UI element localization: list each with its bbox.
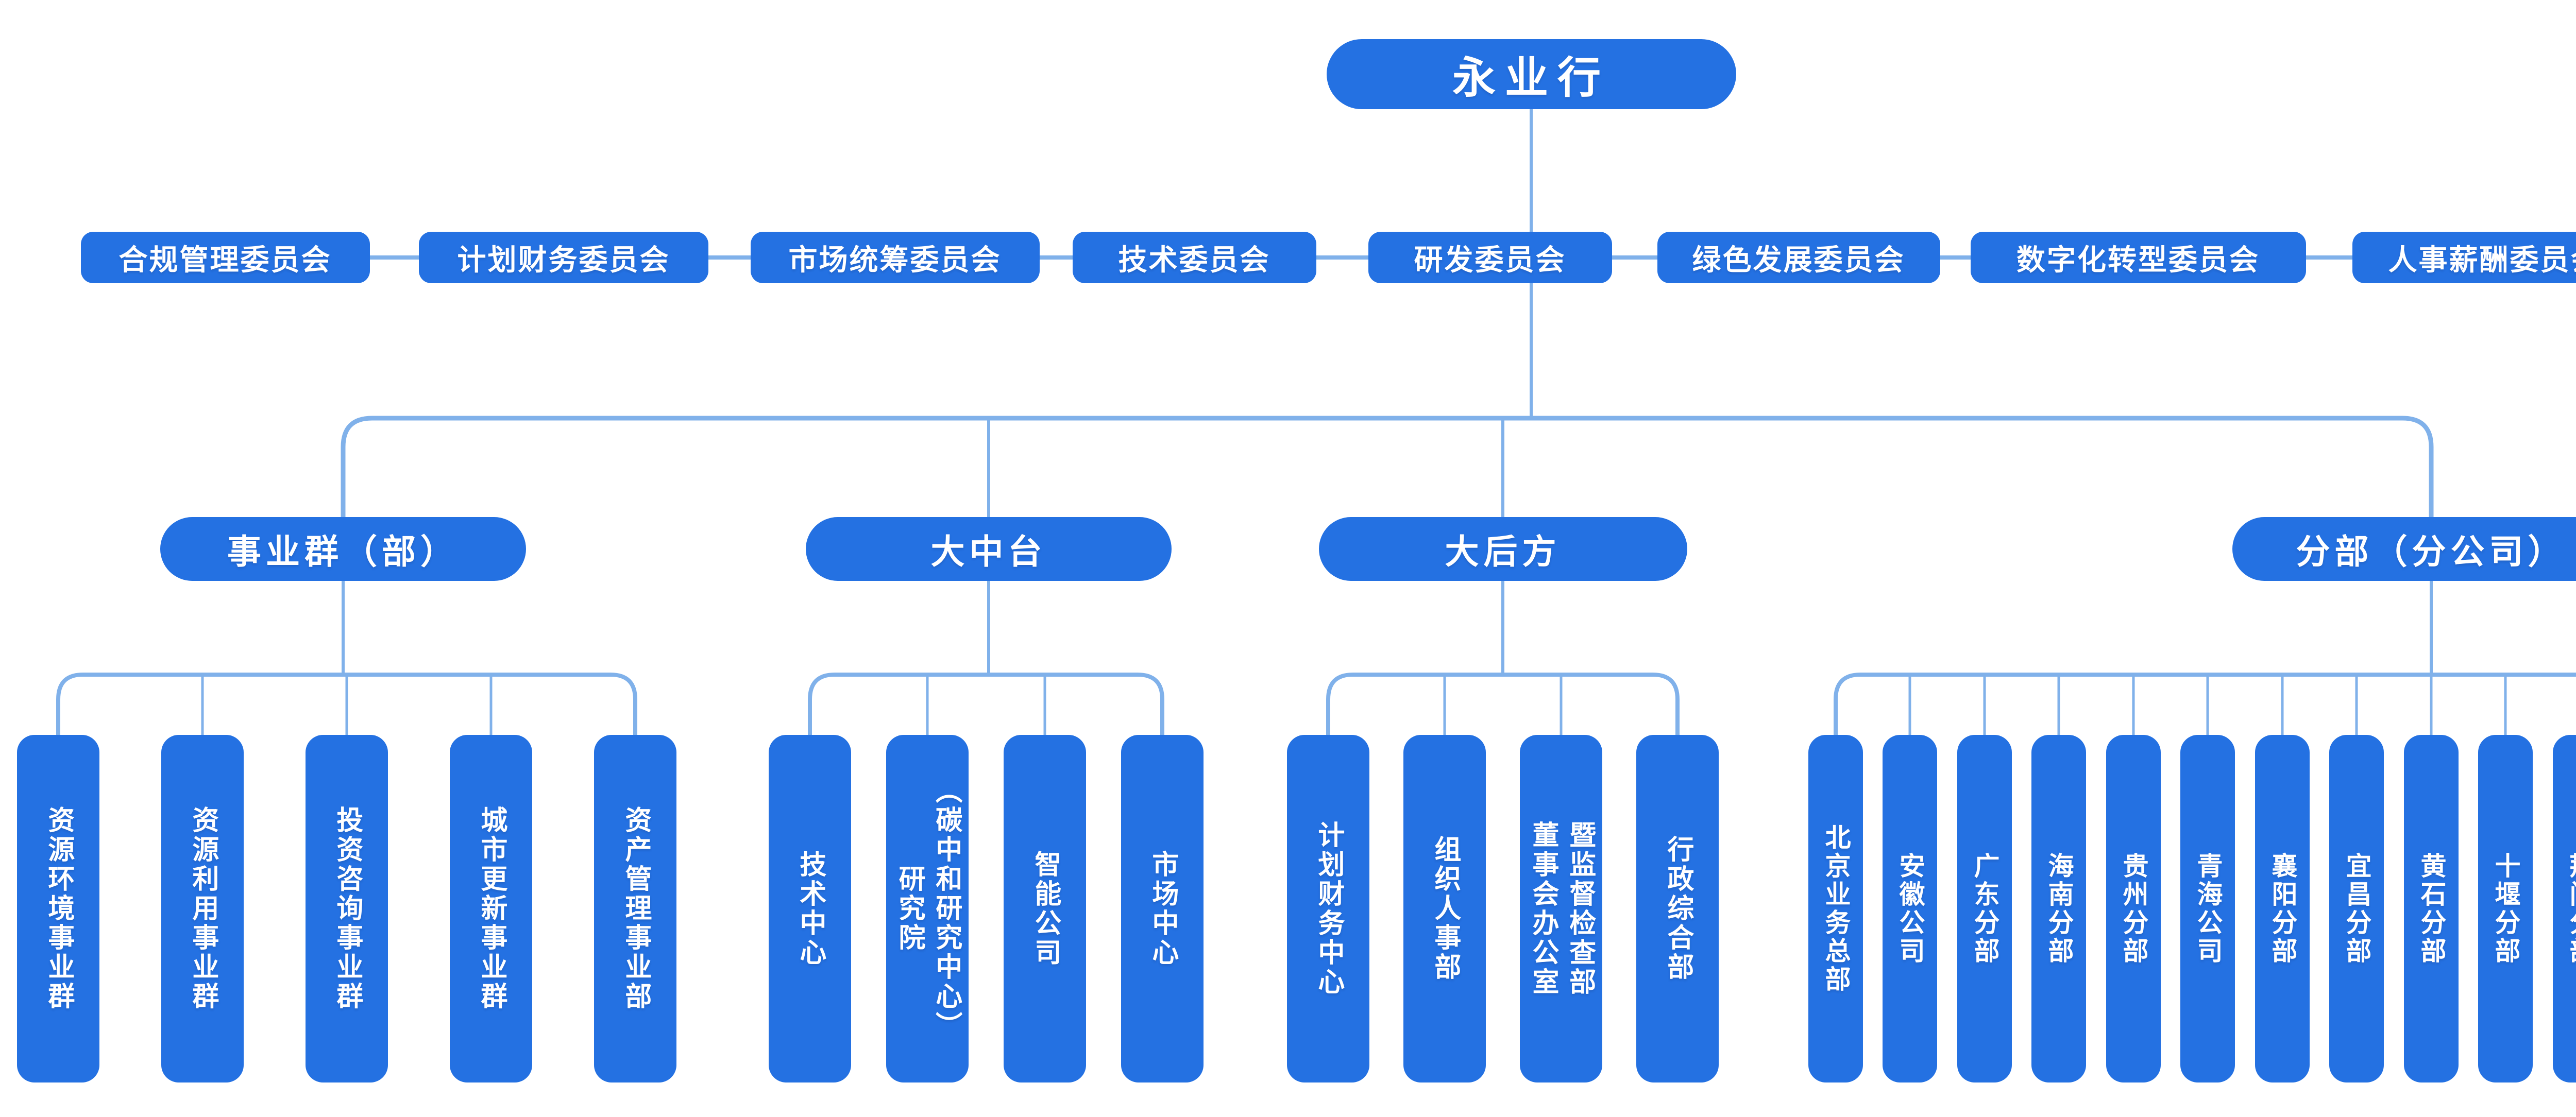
- leaf-node-label: 北京业务总部: [1821, 823, 1851, 994]
- leaf-node: 海南分部: [2031, 735, 2086, 1082]
- committee-node: 数字化转型委员会: [1970, 232, 2306, 283]
- leaf-node-label: 贵州分部: [2119, 852, 2148, 966]
- leaf-node-label: 行政综合部: [1663, 835, 1693, 982]
- leaf-node-label: 十堰分部: [2491, 852, 2520, 966]
- leaf-node: 荆门分部: [2553, 735, 2576, 1082]
- leaf-node-label: 广东分部: [1970, 852, 1999, 966]
- leaf-node: 北京业务总部: [1808, 735, 1863, 1082]
- branch-node: 大后方: [1318, 517, 1687, 581]
- committee-node: 人事薪酬委员会: [2352, 232, 2576, 283]
- leaf-node-label: 宜昌分部: [2342, 852, 2371, 966]
- leaf-node-label: 青海公司: [2193, 852, 2223, 966]
- leaf-node: 襄阳分部: [2255, 735, 2310, 1082]
- leaf-node-label: 智能公司: [1030, 850, 1060, 968]
- leaf-node: 技术中心: [769, 735, 851, 1082]
- leaf-node-label: 荆门分部: [2566, 852, 2576, 966]
- leaf-node: 资源利用事业群: [161, 735, 244, 1082]
- leaf-node: 组织人事部: [1403, 735, 1486, 1082]
- leaf-node: 投资咨询事业群: [306, 735, 388, 1082]
- leaf-node-label: 投资咨询事业群: [332, 806, 362, 1011]
- branch-node: 事业群（部）: [160, 517, 526, 581]
- committee-node: 技术委员会: [1072, 232, 1316, 283]
- leaf-node-label: 资产管理事业部: [620, 806, 651, 1011]
- leaf-node: 资产管理事业部: [594, 735, 676, 1082]
- committee-node: 合规管理委员会: [80, 232, 370, 283]
- branch-node: 分部（分公司）: [2232, 517, 2576, 581]
- committee-node: 市场统筹委员会: [750, 232, 1040, 283]
- leaf-node: 市场中心: [1121, 735, 1204, 1082]
- leaf-node: 黄石分部: [2404, 735, 2459, 1082]
- leaf-node: 计划财务中心: [1287, 735, 1369, 1082]
- leaf-node: 广东分部: [1957, 735, 2012, 1082]
- leaf-node-label: 董事会办公室 暨监督检查部: [1528, 820, 1595, 997]
- leaf-node: 贵州分部: [2106, 735, 2161, 1082]
- leaf-node-label: 研究院 （碳中和研究中心）: [894, 777, 961, 1041]
- leaf-node: 青海公司: [2180, 735, 2235, 1082]
- committee-node: 绿色发展委员会: [1657, 232, 1940, 283]
- leaf-node-label: 黄石分部: [2417, 852, 2446, 966]
- leaf-node-label: 资源环境事业群: [43, 806, 74, 1011]
- leaf-node-label: 技术中心: [795, 850, 825, 968]
- committee-node: 计划财务委员会: [419, 232, 708, 283]
- leaf-node-label: 城市更新事业群: [476, 806, 506, 1011]
- leaf-node-label: 襄阳分部: [2268, 852, 2297, 966]
- leaf-node: 城市更新事业群: [450, 735, 532, 1082]
- leaf-node-label: 计划财务中心: [1313, 820, 1344, 997]
- root-node: 永业行: [1326, 39, 1736, 109]
- committee-node: 研发委员会: [1368, 232, 1612, 283]
- leaf-node-label: 市场中心: [1147, 850, 1178, 968]
- branch-node: 大中台: [806, 517, 1172, 581]
- leaf-node: 行政综合部: [1636, 735, 1719, 1082]
- leaf-node-label: 资源利用事业群: [188, 806, 218, 1011]
- leaf-node: 研究院 （碳中和研究中心）: [886, 735, 969, 1082]
- leaf-node: 董事会办公室 暨监督检查部: [1520, 735, 1602, 1082]
- leaf-node: 资源环境事业群: [17, 735, 99, 1082]
- leaf-node-label: 海南分部: [2044, 852, 2074, 966]
- leaf-node: 智能公司: [1004, 735, 1086, 1082]
- leaf-node-label: 组织人事部: [1430, 835, 1460, 982]
- leaf-node-label: 安徽公司: [1895, 852, 1925, 966]
- leaf-node: 安徽公司: [1883, 735, 1937, 1082]
- leaf-node: 十堰分部: [2478, 735, 2533, 1082]
- leaf-node: 宜昌分部: [2329, 735, 2384, 1082]
